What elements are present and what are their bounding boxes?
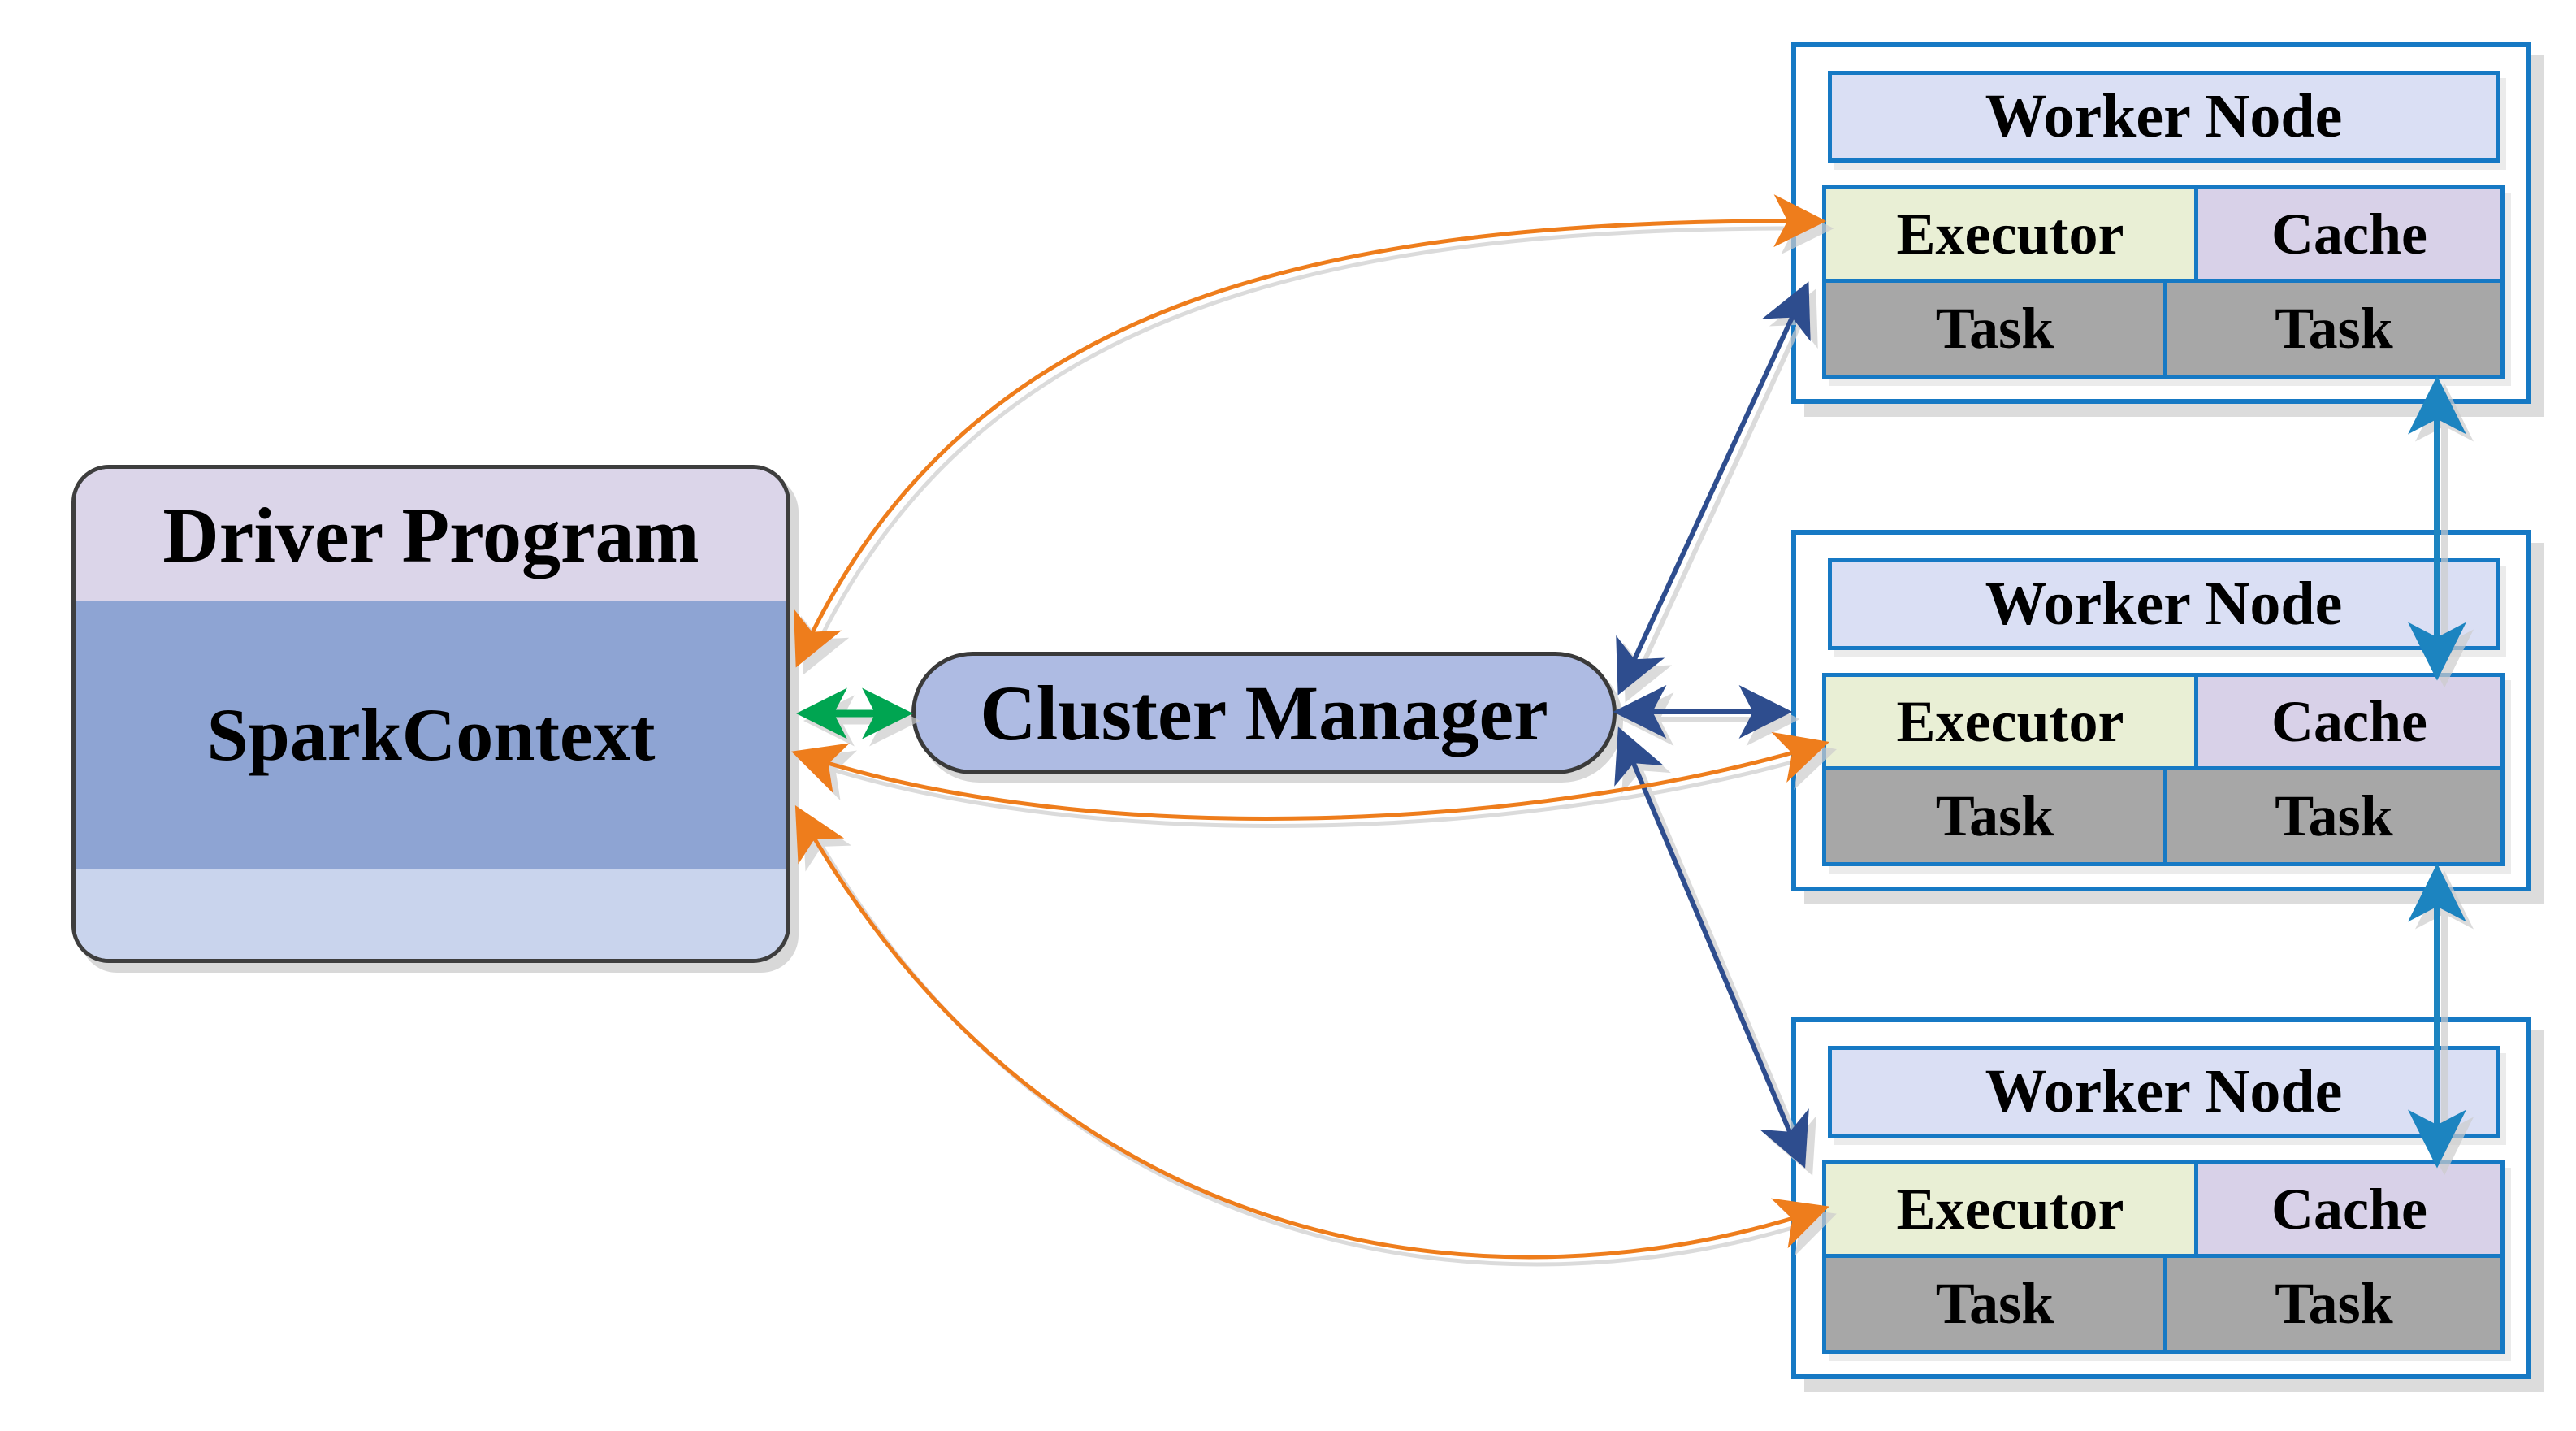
task-box: Task <box>2167 283 2500 375</box>
executor-box: Executor <box>1826 677 2194 766</box>
worker-node-2-executor-group: Executor Cache Task Task <box>1822 673 2505 866</box>
arrow-cluster-worker1 <box>1616 281 1811 696</box>
task-box: Task <box>2167 770 2500 862</box>
driver-program-title: Driver Program <box>76 469 786 601</box>
cache-box: Cache <box>2198 677 2500 766</box>
executor-box: Executor <box>1826 189 2194 279</box>
driver-program-box: Driver Program SparkContext <box>71 465 790 963</box>
arrow-cluster-worker3 <box>1614 726 1809 1169</box>
cluster-manager-label: Cluster Manager <box>980 670 1548 757</box>
executor-box: Executor <box>1826 1164 2194 1254</box>
worker-node-2-title: Worker Node <box>1828 558 2500 650</box>
worker-node-1-executor-group: Executor Cache Task Task <box>1822 185 2505 379</box>
task-box: Task <box>1826 1258 2163 1350</box>
task-box: Task <box>1826 283 2163 375</box>
worker-node-title-label: Worker Node <box>1985 82 2343 150</box>
worker-node-1-title: Worker Node <box>1828 71 2500 163</box>
worker-node-title-label: Worker Node <box>1985 570 2343 638</box>
driver-program-footer-band <box>76 869 786 959</box>
arrow-sparkcontext-executor3 <box>794 804 1829 1260</box>
cache-box: Cache <box>2198 1164 2500 1254</box>
worker-node-1: Worker Node Executor Cache Task Task <box>1791 42 2531 404</box>
task-box: Task <box>2167 1258 2500 1350</box>
worker-node-2: Worker Node Executor Cache Task Task <box>1791 530 2531 891</box>
worker-node-3-title: Worker Node <box>1828 1046 2500 1138</box>
worker-node-3: Worker Node Executor Cache Task Task <box>1791 1017 2531 1379</box>
worker-node-3-executor-group: Executor Cache Task Task <box>1822 1160 2505 1354</box>
arrow-sparkcontext-executor1 <box>794 194 1827 668</box>
cluster-manager-box: Cluster Manager <box>911 652 1617 774</box>
worker-node-title-label: Worker Node <box>1985 1057 2343 1125</box>
task-box: Task <box>1826 770 2163 862</box>
spark-context-label: SparkContext <box>76 601 786 869</box>
cache-box: Cache <box>2198 189 2500 279</box>
